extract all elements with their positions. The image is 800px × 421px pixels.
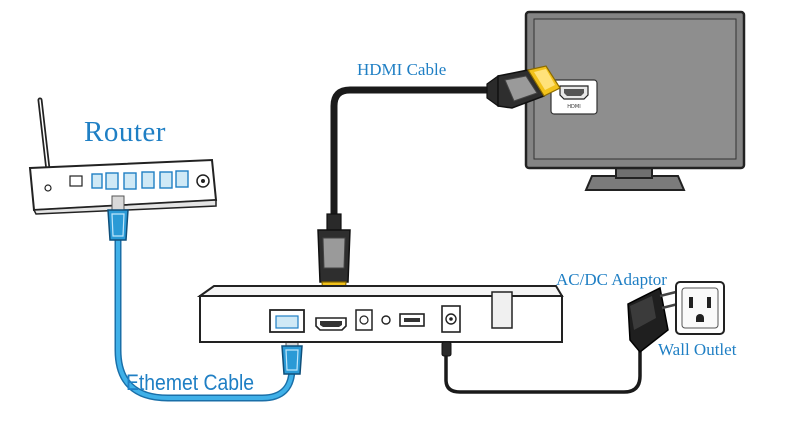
hdmi-connector-tv-grip: [504, 75, 538, 102]
box-right-foot: [491, 291, 513, 329]
tv-hdmi-port-slot: [564, 89, 584, 96]
router-wan-port: [91, 173, 103, 189]
router-lan-port-5: [175, 170, 189, 188]
router-lan-port-3: [141, 171, 155, 189]
ethernet-cable-wire: [116, 238, 294, 400]
tv-stand: [584, 175, 686, 191]
power-plug-barrel: [441, 341, 452, 357]
router-usb-port: [69, 175, 83, 187]
outlet-ground-hole: [696, 314, 704, 322]
television: HDMI: [524, 10, 746, 191]
power-cable: [441, 341, 642, 394]
outlet-slot-right: [707, 297, 711, 308]
hdmi-connector-box-grip: [322, 237, 346, 269]
router-lan-port-1: [105, 172, 119, 190]
hdmi-cable: [317, 65, 561, 305]
ethernet-cable-label: Ethemet Cable: [126, 370, 255, 395]
tv-hdmi-label: HDMI: [567, 104, 580, 110]
hdmi-cable-wire: [330, 86, 494, 236]
router-power-light: [44, 184, 52, 192]
wall-outlet-label: Wall Outlet: [658, 340, 737, 359]
outlet-slot-left: [689, 297, 693, 308]
ac-dc-adaptor: [627, 286, 679, 354]
router-lan-port-4: [159, 171, 173, 189]
ethernet-plug-router: [107, 195, 129, 241]
hdmi-cable-label: HDMI Cable: [357, 60, 447, 79]
power-cable-wire: [444, 346, 642, 394]
router-lan-port-2: [123, 172, 137, 190]
router: [28, 97, 218, 215]
ac-dc-adaptor-label: AC/DC Adaptor: [556, 270, 667, 289]
hdmi-connector-tv: [486, 65, 561, 109]
adaptor-prong-1: [659, 290, 677, 298]
box-av-jack: [381, 315, 391, 325]
set-top-box: [196, 285, 564, 343]
router-label: Router: [84, 116, 166, 148]
wall-outlet: [675, 281, 725, 335]
